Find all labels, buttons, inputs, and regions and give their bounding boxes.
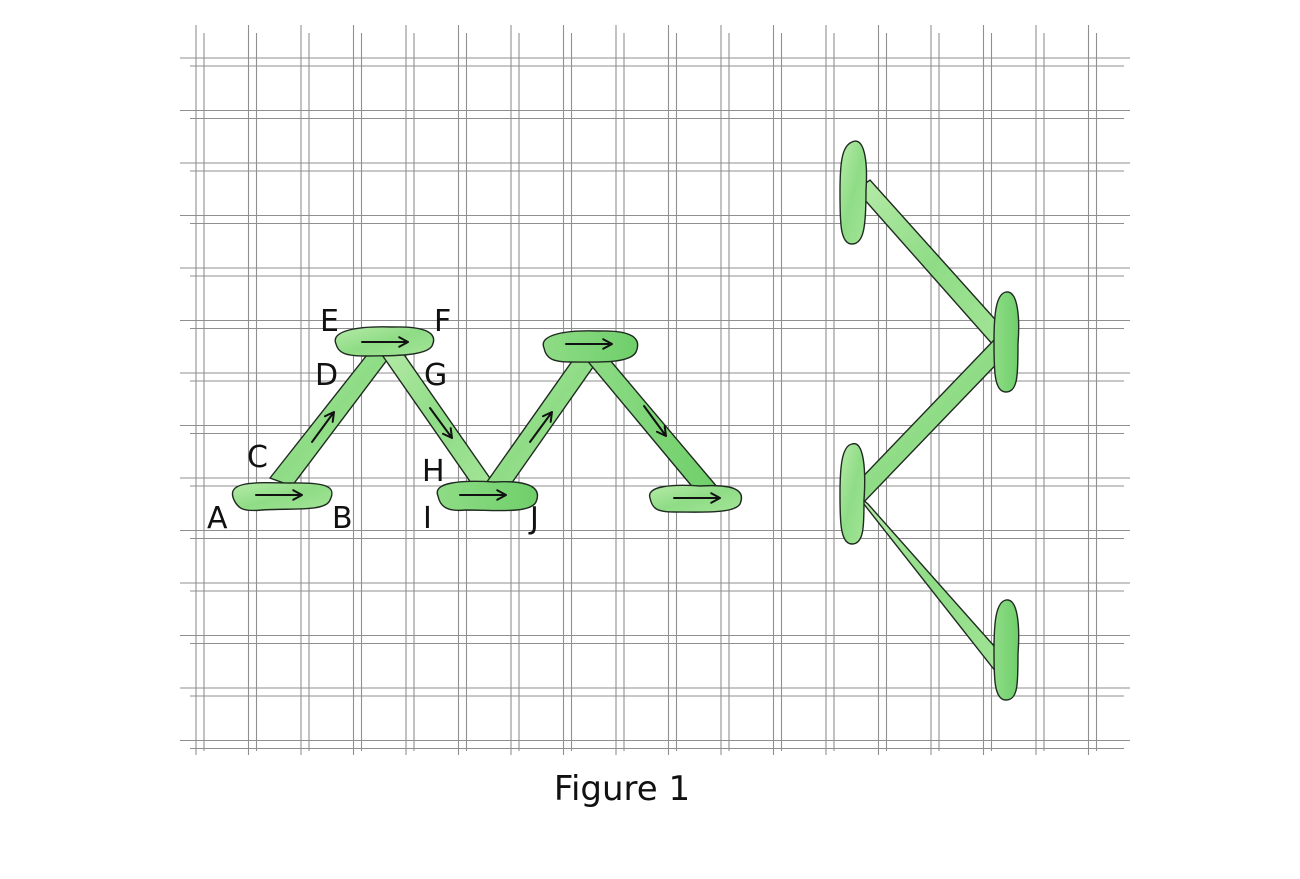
stitch-right-diag-1 [854,179,1012,347]
direction-arrow [311,411,335,443]
stitch-top-2 [542,330,639,363]
direction-arrow [255,489,303,501]
point-label-e: E [320,304,339,339]
figure-caption: Figure 1 [554,769,690,809]
stitch-a-b [231,481,333,512]
point-label-b: B [332,501,353,536]
direction-arrow [361,336,409,348]
direction-arrow [429,407,453,439]
point-label-a: A [207,501,228,536]
point-label-i: I [423,501,432,536]
point-label-d: D [315,358,338,393]
stitch-right-vertical-2 [993,291,1020,393]
stitch-sequence-left: A B C D E F G H I J [207,304,743,536]
stitch-right-vertical-1 [839,140,868,245]
direction-arrow [643,405,667,437]
direction-arrow [673,492,721,504]
stitch-diag-down-2 [578,345,720,497]
stitch-right-vertical-3 [839,443,866,545]
point-label-h: H [422,454,445,489]
stitch-sequence-right [839,140,1020,701]
direction-arrow [565,338,613,350]
point-label-f: F [434,304,451,339]
direction-arrow [529,411,553,443]
stitch-right-vertical-4 [993,599,1020,701]
stitch-h-diag-up [482,349,600,495]
stitch-right-diag-2 [849,339,1012,506]
point-label-j: J [528,501,539,536]
point-label-c: C [247,440,268,475]
point-label-g: G [424,358,447,393]
direction-arrow [459,489,507,501]
